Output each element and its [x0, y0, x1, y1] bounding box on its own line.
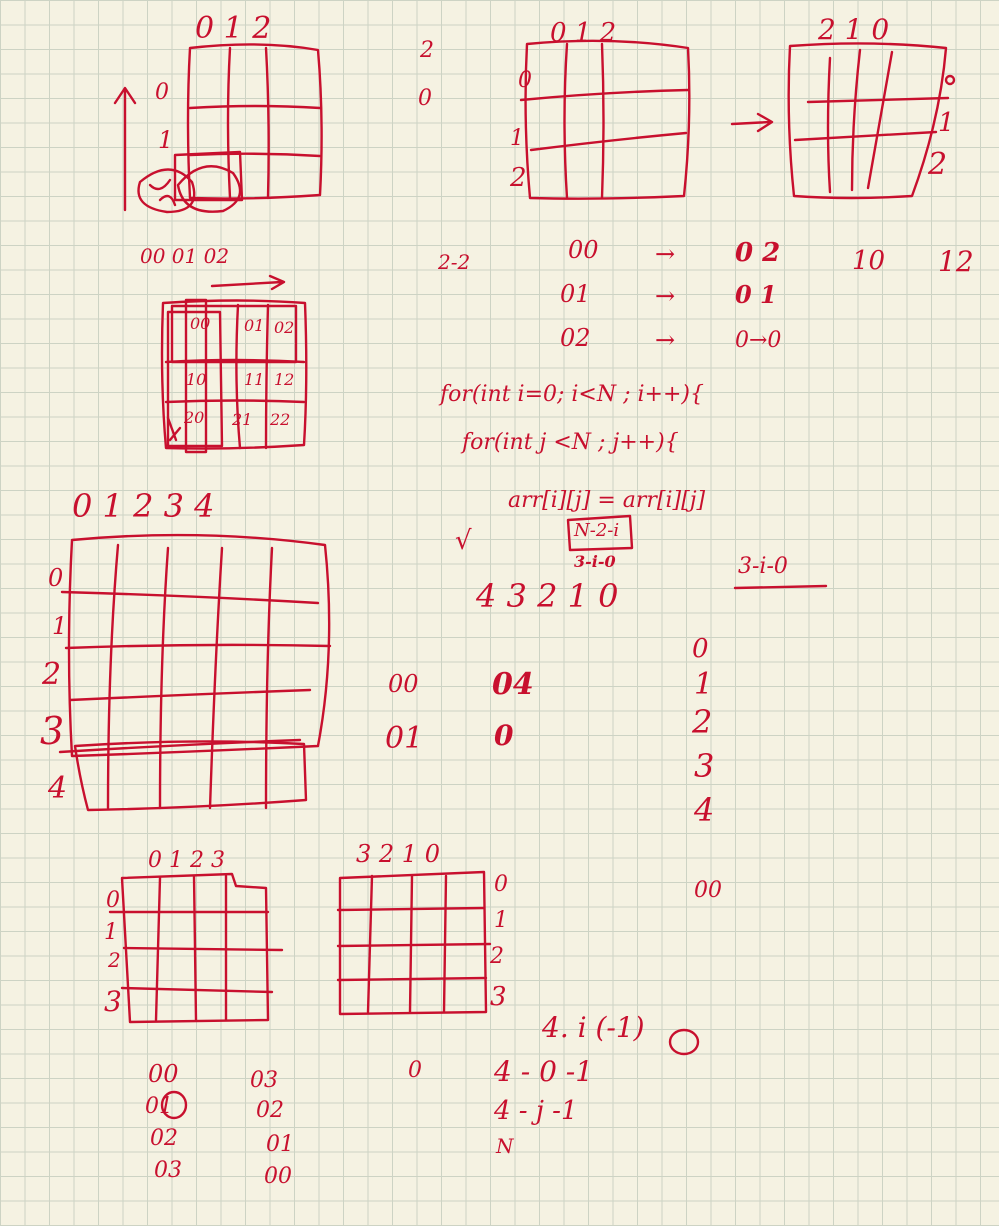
- grid4b-row1: 1: [494, 908, 508, 933]
- side-note: 3-i-0: [738, 554, 788, 579]
- code-line-3: arr[i][j] = arr[i][j]: [508, 488, 706, 513]
- map-to-2: 0→0: [735, 328, 782, 353]
- arrow-right: [730, 112, 774, 133]
- bl-0-b: 03: [250, 1068, 278, 1093]
- grid4a-row1: 1: [104, 920, 118, 945]
- map-arrow-2: →: [655, 326, 676, 354]
- dims-label: 2-2: [438, 250, 471, 274]
- br-l3: N: [496, 1134, 514, 1158]
- grid5-row2: 2: [42, 657, 62, 692]
- sketch2-row2: 2: [510, 163, 527, 193]
- grid5-row4: 4: [48, 771, 68, 806]
- pair-1-a: 01: [385, 721, 424, 756]
- sketch1-row0: 0: [155, 80, 169, 105]
- bl-3-a: 03: [154, 1158, 182, 1183]
- grid4a-row2: 2: [108, 948, 121, 972]
- sketch2-cols: 0 1 2: [550, 18, 617, 48]
- vertical-1: 1: [694, 667, 714, 702]
- bl-0-a: 00: [148, 1060, 179, 1088]
- cell-10: 10: [186, 370, 207, 389]
- grid-4a: [108, 872, 284, 1024]
- map-from-0: 00: [568, 236, 599, 264]
- grid4a-row3: 3: [104, 985, 122, 1018]
- cell-11: 11: [244, 370, 265, 389]
- cell-02: 02: [274, 318, 295, 337]
- circle-mark-bottom: [668, 1028, 700, 1056]
- grid5-row3: 3: [40, 709, 65, 753]
- br-l1: 4 - 0 -1: [494, 1055, 594, 1088]
- note-box: [566, 514, 634, 552]
- map-to-1: 0 1: [735, 280, 777, 309]
- cell-12: 12: [274, 370, 295, 389]
- sketch1-row1: 1: [158, 126, 174, 154]
- check-mark: √: [455, 526, 472, 556]
- side-a: 2: [420, 38, 434, 63]
- pair-1-b: 0: [494, 719, 514, 752]
- map-from-2: 02: [560, 324, 591, 352]
- bottom-mid: 0: [408, 1058, 422, 1083]
- sketch3-cols: 2 1 0: [818, 13, 890, 46]
- code-line-2: for(int j <N ; j++){: [462, 430, 679, 455]
- sketch-3-grid: [787, 42, 956, 200]
- pair-0-a: 00: [388, 670, 419, 698]
- grid4b-cols: 3 2 1 0: [356, 840, 440, 868]
- sketch2-row1: 1: [510, 126, 524, 151]
- cells-header: 00 01 02: [140, 244, 230, 268]
- vertical-2: 2: [692, 703, 713, 741]
- grid4b-row0: 0: [494, 872, 508, 897]
- cell-22: 22: [270, 410, 291, 429]
- cell-00: 00: [190, 314, 211, 333]
- side-b: 0: [418, 86, 432, 111]
- cell-20: 20: [184, 408, 205, 427]
- cell-01: 01: [244, 316, 265, 335]
- map-from-1: 01: [560, 280, 591, 308]
- grid4b-row3: 3: [490, 982, 507, 1012]
- code-note-2: 3-i-0: [574, 552, 616, 571]
- br-top: 4. i (-1): [542, 1011, 645, 1044]
- grid-5x5: [58, 533, 332, 812]
- code-line-1: for(int i=0; i<N ; i++){: [440, 382, 704, 407]
- sketch1-cols: 0 1 2: [195, 11, 272, 46]
- map-arrow-1: →: [655, 282, 676, 310]
- map-extra-1: 12: [938, 245, 974, 278]
- vertical-end: 00: [694, 878, 722, 903]
- sketch2-row0: 0: [518, 68, 532, 93]
- grid5-row0: 0: [48, 564, 64, 592]
- bl-2-a: 02: [150, 1126, 178, 1151]
- br-l2: 4 - j -1: [494, 1096, 578, 1126]
- vertical-4: 4: [694, 791, 715, 829]
- grid5-row1: 1: [52, 612, 68, 640]
- grid4b-row2: 2: [490, 944, 504, 969]
- pair-0-b: 04: [492, 667, 534, 702]
- grid4a-cols: 0 1 2 3: [148, 848, 225, 873]
- sketch3-row1: 1: [938, 108, 955, 138]
- sequence: 4 3 2 1 0: [476, 577, 619, 615]
- sketch3-row2: 2: [928, 147, 948, 182]
- vertical-0: 0: [692, 634, 709, 664]
- cell-21: 21: [232, 410, 253, 429]
- bl-1-b: 02: [256, 1098, 284, 1123]
- grid5-cols: 0 1 2 3 4: [72, 487, 215, 525]
- map-to-0: 0 2: [735, 238, 781, 268]
- grid-4b: [336, 870, 492, 1016]
- sketch-4-grid: [160, 274, 308, 454]
- bl-3-b: 00: [264, 1164, 292, 1189]
- grid4a-row0: 0: [106, 888, 120, 913]
- note-underline: [733, 584, 828, 590]
- vertical-3: 3: [694, 747, 715, 785]
- map-arrow-0: →: [655, 240, 676, 268]
- code-note: N-2-i: [574, 520, 620, 541]
- circle-mark-01: [160, 1090, 188, 1120]
- map-extra-0: 10: [852, 246, 886, 276]
- sketch-2-grid: [519, 39, 691, 200]
- sketch-1-grid: [113, 43, 323, 214]
- bl-2-b: 01: [266, 1132, 294, 1157]
- bl-1-a: 01: [145, 1094, 173, 1119]
